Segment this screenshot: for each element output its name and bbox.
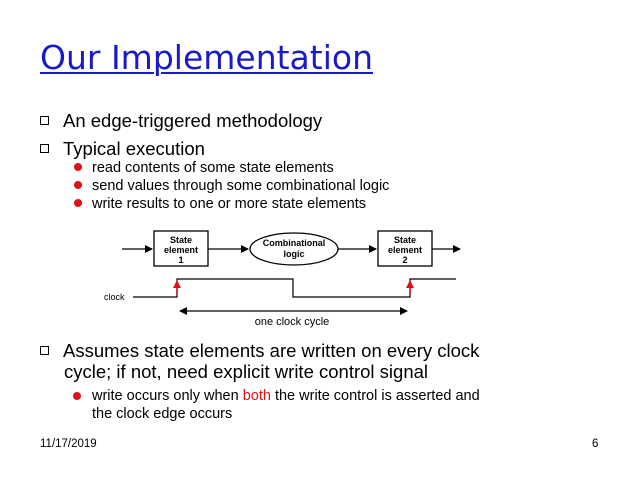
slide-title: Our Implementation	[40, 38, 373, 77]
bullet-text: Typical execution	[63, 138, 205, 159]
square-bullet-icon	[40, 115, 49, 125]
clock-waveform	[133, 278, 456, 298]
sub3-text-line2: the clock edge occurs	[92, 406, 233, 422]
sub-item: send values through some combinational l…	[74, 178, 389, 194]
state-element-1-box	[153, 230, 209, 267]
slide-number: 6	[592, 438, 599, 450]
sub-item-text: read contents of some state elements	[92, 160, 334, 176]
sub3-highlight: both	[242, 388, 271, 404]
state1-label-line3: 1	[178, 255, 183, 265]
red-dot-bullet-icon	[73, 392, 81, 400]
bullet-text-line1: Assumes state elements are written on ev…	[63, 340, 480, 361]
state2-label-line2: element	[388, 245, 422, 255]
slide-date: 11/17/2019	[40, 438, 97, 450]
sub-item-text: write results to one or more state eleme…	[92, 196, 367, 212]
bullet-edge-triggered: An edge-triggered methodology	[40, 110, 322, 132]
bullet-typical-execution: Typical execution	[40, 138, 205, 160]
bullet-text: An edge-triggered methodology	[63, 110, 323, 131]
sub3-text-post: the write control is asserted and	[270, 388, 480, 404]
sub-item: write results to one or more state eleme…	[74, 196, 366, 212]
state1-label-line1: State	[170, 235, 192, 245]
clock-label: clock	[104, 292, 125, 302]
bullet-text-line2: cycle; if not, need explicit write contr…	[64, 361, 429, 382]
square-bullet-icon	[40, 345, 49, 355]
red-dot-bullet-icon	[74, 163, 82, 172]
state1-label-line2: element	[164, 245, 198, 255]
cycle-label: one clock cycle	[255, 316, 330, 328]
state2-label-line1: State	[394, 235, 416, 245]
comb-label-line2: logic	[283, 249, 304, 259]
comb-label-line1: Combinational	[263, 238, 326, 248]
sub3-text-pre: write occurs only when	[92, 388, 243, 404]
sub-item: read contents of some state elements	[74, 160, 334, 176]
sub-item-write: write occurs only when both the write co…	[73, 387, 480, 423]
sub-item-text: send values through some combinational l…	[92, 178, 390, 194]
red-dot-bullet-icon	[74, 181, 82, 190]
red-dot-bullet-icon	[74, 199, 82, 208]
square-bullet-icon	[40, 143, 49, 153]
state2-label-line3: 2	[402, 255, 407, 265]
bullet-assumes: Assumes state elements are written on ev…	[40, 340, 479, 382]
